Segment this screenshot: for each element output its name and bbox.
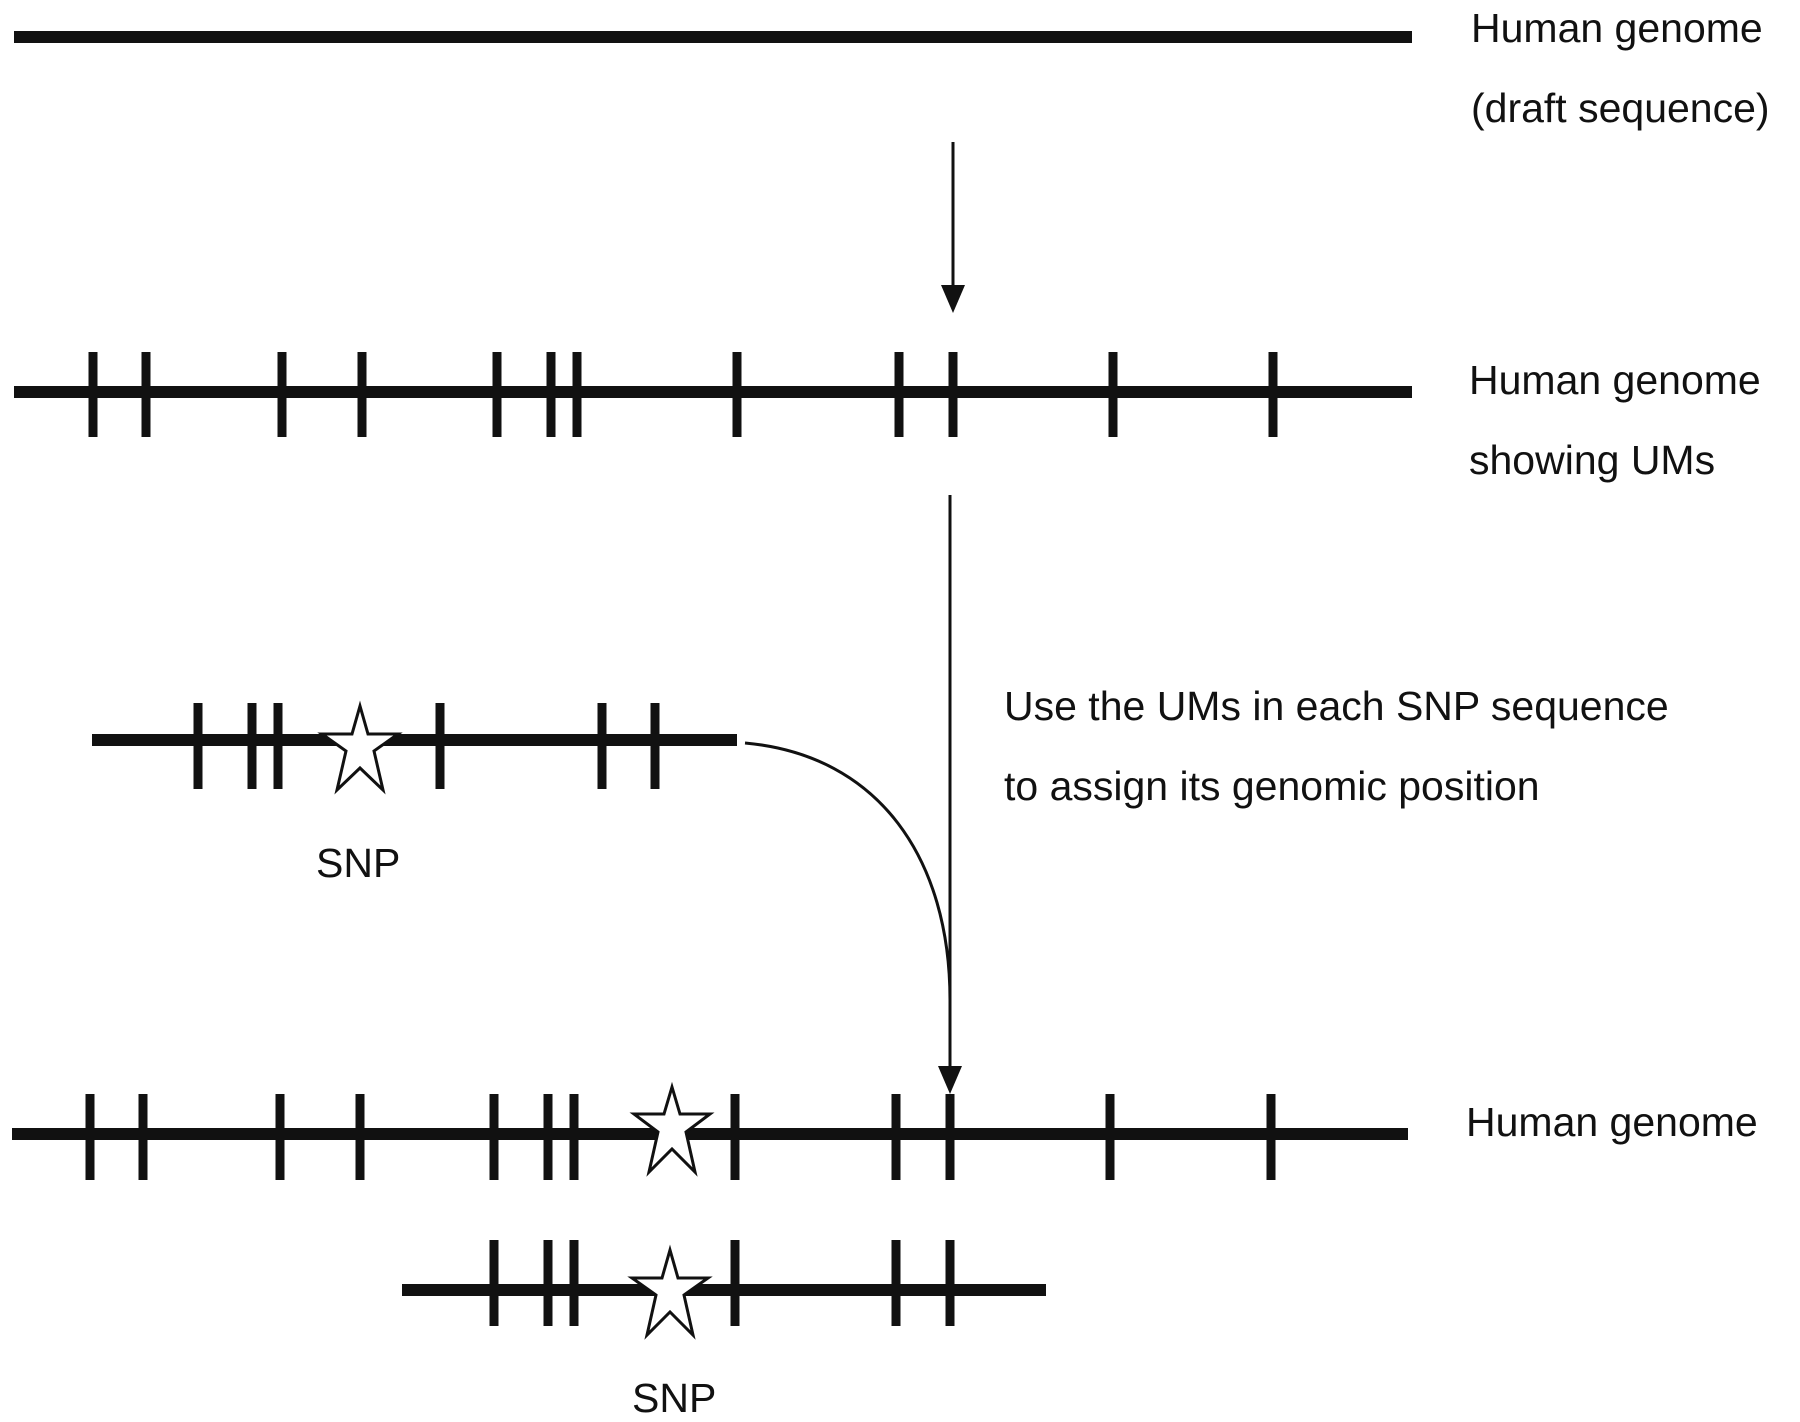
snp-star-icon: [627, 1244, 713, 1340]
draft-genome-label-line2: (draft sequence): [1471, 85, 1770, 131]
snp-label-bottom: SNP: [632, 1375, 717, 1421]
arrow-2-head: [938, 1066, 962, 1094]
final-genome-label: Human genome: [1466, 1099, 1758, 1145]
um-genome-markers: [88, 352, 1278, 437]
assignment-curve: [744, 741, 952, 1001]
instruction-text-line2: to assign its genomic position: [1004, 763, 1540, 809]
aligned-snp-markers: [489, 1240, 955, 1326]
snp-sequence-markers: [193, 703, 660, 789]
um-genome-label-line1: Human genome: [1469, 357, 1761, 403]
snp-star-icon: [317, 700, 403, 795]
snp-star-icon: [629, 1081, 715, 1177]
final-genome-markers: [85, 1094, 1276, 1180]
arrow-1-head: [941, 285, 965, 313]
snp-label-top: SNP: [316, 840, 401, 886]
instruction-text-line1: Use the UMs in each SNP sequence: [1004, 683, 1669, 729]
draft-genome-label-line1: Human genome: [1471, 5, 1763, 51]
um-genome-label-line2: showing UMs: [1469, 437, 1716, 483]
